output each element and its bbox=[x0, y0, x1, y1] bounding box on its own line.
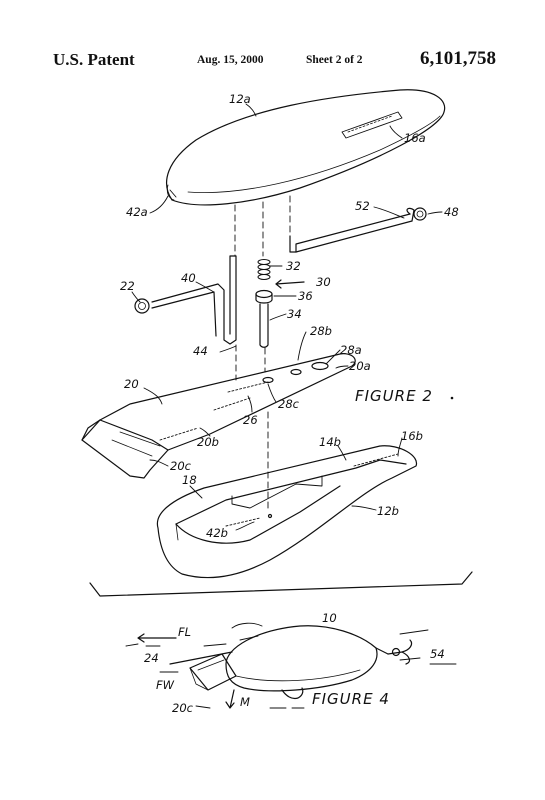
arrow-m bbox=[225, 689, 235, 709]
figure-4-title: FIGURE 4 bbox=[312, 690, 390, 708]
figure-2-dot bbox=[450, 396, 454, 400]
figure-2-title: FIGURE 2 bbox=[355, 387, 433, 405]
label-16a: 16a bbox=[404, 131, 426, 145]
label-20: 20 bbox=[124, 377, 139, 391]
lower-body-12b bbox=[156, 445, 418, 579]
lower-fin bbox=[281, 687, 304, 700]
arrow-fl bbox=[137, 633, 177, 643]
label-40: 40 bbox=[181, 271, 196, 285]
label-18: 18 bbox=[182, 473, 197, 487]
label-22: 22 bbox=[120, 279, 135, 293]
arrow-30-head bbox=[275, 279, 282, 289]
lure-body-10 bbox=[225, 625, 389, 692]
treble-hook bbox=[387, 639, 413, 665]
label-12a: 12a bbox=[229, 92, 251, 106]
label-28b: 28b bbox=[310, 324, 332, 338]
patent-number: 6,101,758 bbox=[420, 48, 496, 69]
arrow-30 bbox=[275, 281, 305, 285]
line-24 bbox=[169, 651, 233, 665]
label-34: 34 bbox=[287, 307, 302, 321]
line-tie-wire-52 bbox=[289, 207, 427, 253]
figure-4-labels: 10 FL 24 54 FW M 20c FIGURE 4 bbox=[144, 611, 445, 715]
label-m: M bbox=[240, 695, 250, 709]
upper-body-12a bbox=[166, 89, 446, 206]
figure-2-leaders bbox=[131, 103, 443, 531]
collar-36 bbox=[255, 289, 273, 304]
pin-34 bbox=[259, 303, 269, 348]
label-28c: 28c bbox=[278, 397, 300, 411]
label-fw: FW bbox=[156, 678, 175, 692]
label-fl: FL bbox=[178, 625, 191, 639]
label-28a: 28a bbox=[340, 343, 362, 357]
plate-20 bbox=[81, 353, 356, 479]
patent-date: Aug. 15, 2000 bbox=[197, 54, 264, 66]
patent-header: U.S. Patent Aug. 15, 2000 Sheet 2 of 2 6… bbox=[0, 44, 545, 74]
label-10: 10 bbox=[322, 611, 337, 625]
label-20b: 20b bbox=[197, 435, 219, 449]
water-flow-lines bbox=[125, 622, 457, 709]
label-32: 32 bbox=[286, 259, 301, 273]
label-42b: 42b bbox=[206, 526, 228, 540]
label-12b: 12b bbox=[377, 504, 399, 518]
spring-32 bbox=[257, 259, 271, 280]
label-16b: 16b bbox=[401, 429, 423, 443]
wire-40 bbox=[134, 255, 237, 345]
label-36: 36 bbox=[298, 289, 313, 303]
figure-2-labels: 12a 16a 42a 52 48 22 40 32 30 36 34 44 2… bbox=[120, 92, 459, 540]
label-20c: 20c bbox=[170, 459, 192, 473]
label-24: 24 bbox=[144, 651, 159, 665]
label-42a: 42a bbox=[126, 205, 148, 219]
label-44: 44 bbox=[193, 344, 208, 358]
label-48: 48 bbox=[444, 205, 459, 219]
plate-20c bbox=[189, 653, 237, 691]
label-52: 52 bbox=[355, 199, 370, 213]
label-20a: 20a bbox=[349, 359, 371, 373]
patent-office-label: U.S. Patent bbox=[53, 50, 135, 69]
figure-separator bbox=[89, 571, 473, 597]
assembly-lines bbox=[234, 195, 291, 509]
label-30: 30 bbox=[316, 275, 331, 289]
sheet-number: Sheet 2 of 2 bbox=[306, 54, 363, 66]
label-20c-fig4: 20c bbox=[172, 701, 194, 715]
label-26: 26 bbox=[243, 413, 258, 427]
label-14b: 14b bbox=[319, 435, 341, 449]
label-54: 54 bbox=[430, 647, 445, 661]
